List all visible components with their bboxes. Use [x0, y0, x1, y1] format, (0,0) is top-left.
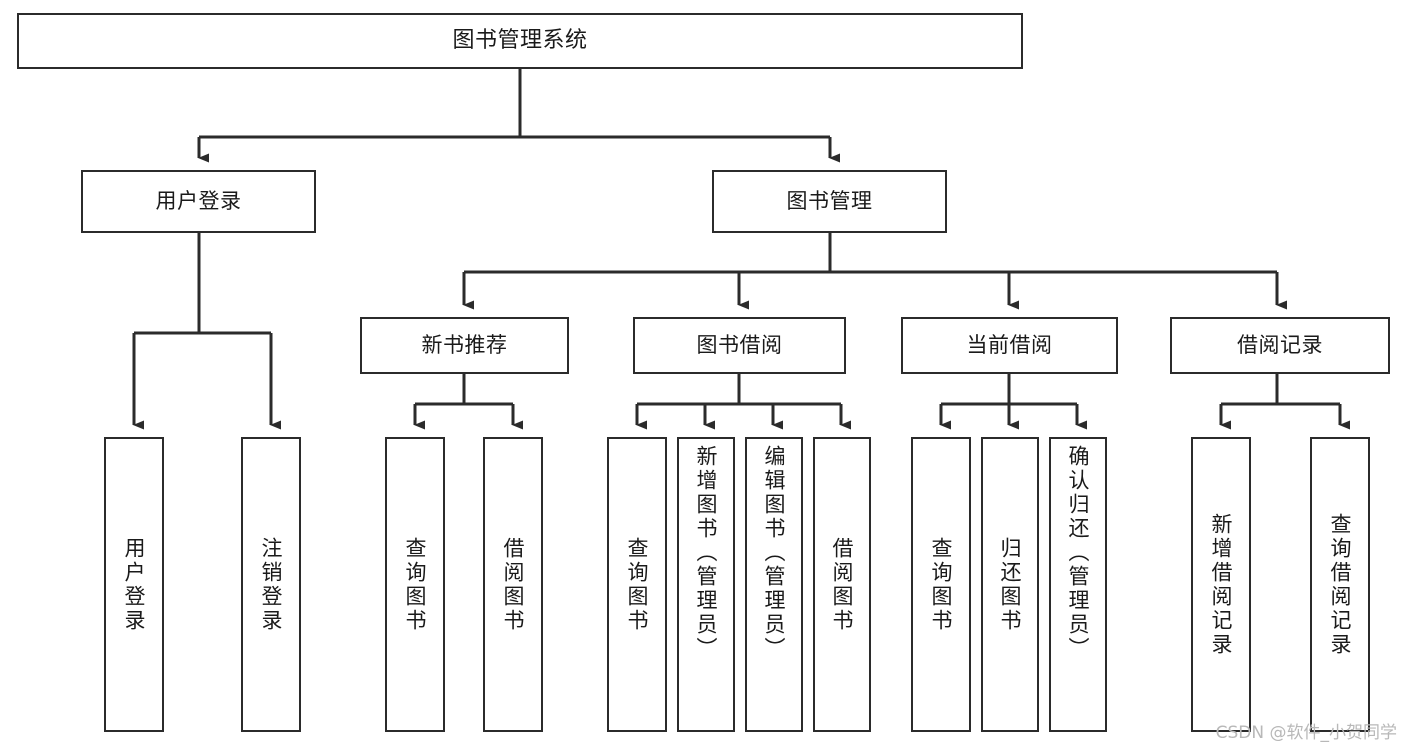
leaf-add-book-label: 新增图书（管理员）	[694, 445, 719, 661]
leaf-borrow-book-1[interactable]: 借阅图书	[483, 437, 543, 732]
node-root-label: 图书管理系统	[452, 28, 588, 54]
leaf-return-book-label: 归还图书	[998, 536, 1023, 633]
node-current-borrow-label: 当前借阅	[966, 333, 1053, 358]
leaf-user-login[interactable]: 用户登录	[104, 437, 164, 732]
leaf-borrow-book-2[interactable]: 借阅图书	[813, 437, 871, 732]
leaf-add-record-label: 新增借阅记录	[1209, 512, 1234, 657]
leaf-query-book-2-label: 查询图书	[625, 536, 650, 633]
leaf-return-book[interactable]: 归还图书	[981, 437, 1039, 732]
leaf-confirm-return[interactable]: 确认归还（管理员）	[1049, 437, 1107, 732]
leaf-add-book[interactable]: 新增图书（管理员）	[677, 437, 735, 732]
node-current-borrow[interactable]: 当前借阅	[901, 317, 1118, 374]
node-user-login[interactable]: 用户登录	[81, 170, 316, 233]
node-book-manage-label: 图书管理	[786, 189, 873, 214]
leaf-confirm-return-label: 确认归还（管理员）	[1066, 445, 1091, 661]
leaf-edit-book[interactable]: 编辑图书（管理员）	[745, 437, 803, 732]
leaf-query-book-1-label: 查询图书	[403, 536, 428, 633]
leaf-borrow-book-1-label: 借阅图书	[501, 536, 526, 633]
node-book-borrow[interactable]: 图书借阅	[633, 317, 846, 374]
leaf-query-book-1[interactable]: 查询图书	[385, 437, 445, 732]
leaf-borrow-book-2-label: 借阅图书	[830, 536, 855, 633]
node-book-borrow-label: 图书借阅	[696, 333, 783, 358]
csdn-watermark: CSDN @软件_小贺同学	[1215, 723, 1397, 743]
leaf-query-record[interactable]: 查询借阅记录	[1310, 437, 1370, 732]
node-user-login-label: 用户登录	[155, 189, 242, 214]
leaf-add-record[interactable]: 新增借阅记录	[1191, 437, 1251, 732]
leaf-query-book-3-label: 查询图书	[929, 536, 954, 633]
leaf-user-login-label: 用户登录	[122, 536, 147, 633]
node-new-book-recommend[interactable]: 新书推荐	[360, 317, 569, 374]
node-book-manage[interactable]: 图书管理	[712, 170, 947, 233]
leaf-query-record-label: 查询借阅记录	[1328, 512, 1353, 657]
node-borrow-record-label: 借阅记录	[1237, 333, 1323, 358]
node-borrow-record[interactable]: 借阅记录	[1170, 317, 1390, 374]
node-new-book-recommend-label: 新书推荐	[421, 333, 508, 358]
node-root[interactable]: 图书管理系统	[17, 13, 1023, 69]
leaf-logout-label: 注销登录	[259, 536, 284, 633]
leaf-logout[interactable]: 注销登录	[241, 437, 301, 732]
leaf-query-book-2[interactable]: 查询图书	[607, 437, 667, 732]
leaf-query-book-3[interactable]: 查询图书	[911, 437, 971, 732]
leaf-edit-book-label: 编辑图书（管理员）	[762, 445, 787, 661]
